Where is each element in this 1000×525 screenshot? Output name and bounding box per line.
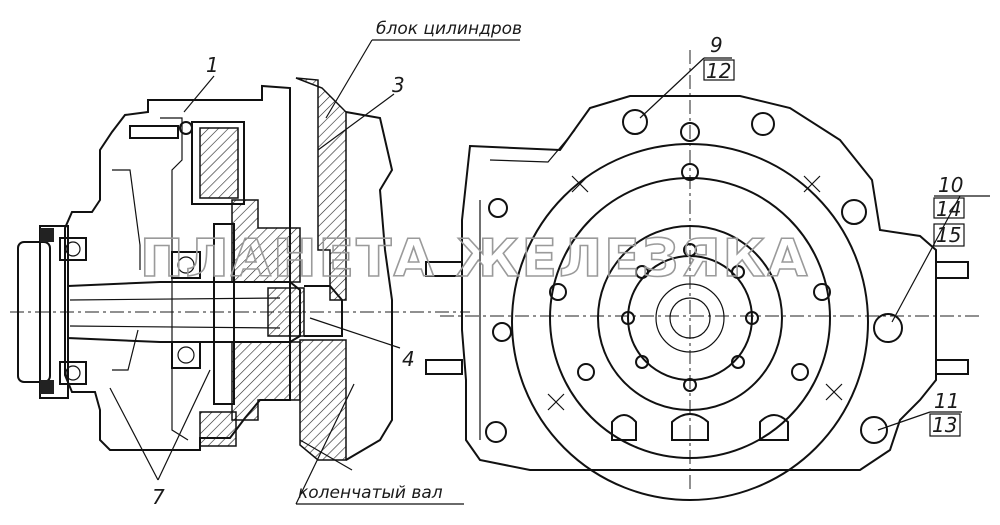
cover-flange [17,241,51,383]
callout-13: 13 [932,413,957,437]
mounting-crosses [547,175,843,411]
hub-bolts [621,243,759,392]
shaft-stub-left [425,261,463,277]
housing-end-outline [461,95,937,471]
callout-4: 4 [402,347,415,371]
inner-circle [549,177,831,459]
bearing-upper [59,237,87,261]
crankshaft-bore [304,285,343,337]
callout-15: 15 [936,223,961,247]
sectional-view [10,77,470,471]
callout-9: 9 [710,33,723,57]
shaft-stub-right [935,261,969,279]
callout-14: 14 [936,197,961,221]
bearing-mid-upper [171,251,201,279]
callout-11: 11 [934,389,959,413]
bottom-slots [611,413,789,441]
perimeter-bolts [485,109,903,444]
callout-10: 10 [938,173,963,197]
callout-7: 7 [152,485,165,509]
end-view [425,50,980,501]
drive-disc [231,199,301,283]
caption-cylinder-block: блок цилиндров [376,19,522,39]
main-flange-circle [511,143,869,501]
caption-crankshaft: коленчатый вал [298,483,443,503]
leader-lines [109,39,990,505]
callout-1: 1 [206,53,219,77]
watermark: ПЛАНЕТА ЖЕЛЕЗЯКА [140,229,809,289]
cylinder-block-wall [295,77,347,301]
callout-12: 12 [706,59,731,83]
bearing-lower [59,361,87,385]
bearing-mid-lower [171,341,201,369]
seal-lower [199,411,237,447]
threaded-end [267,287,305,337]
seal-upper [199,127,239,199]
hub-circle [597,225,783,411]
callout-3: 3 [392,73,405,97]
